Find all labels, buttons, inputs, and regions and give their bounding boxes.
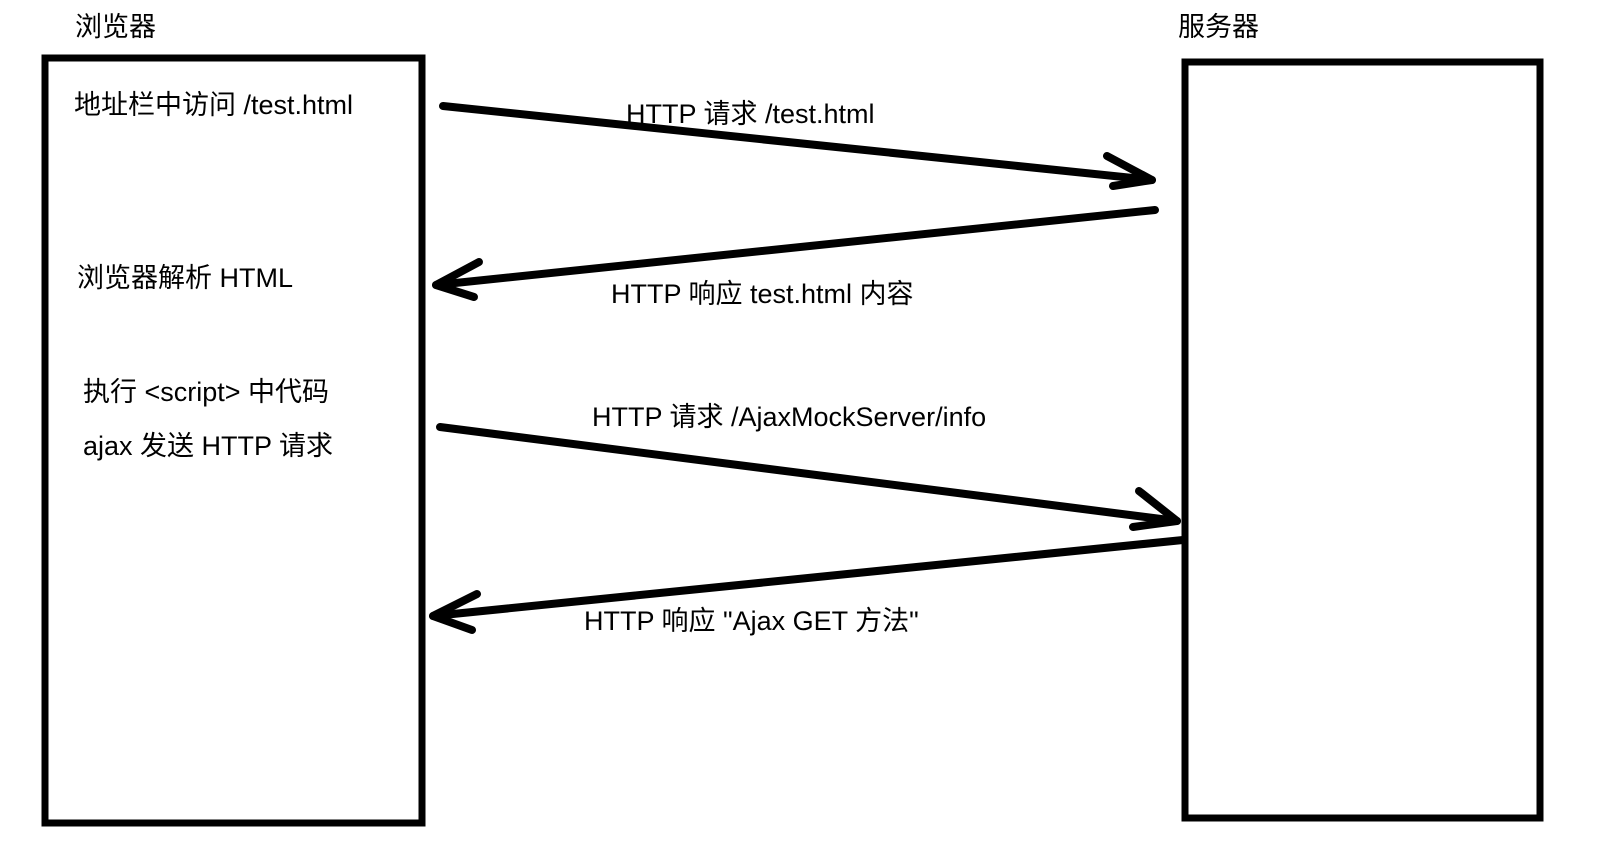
message-arrow-2	[432, 206, 1159, 301]
message-label-4: HTTP 响应 "Ajax GET 方法"	[584, 606, 919, 636]
browser-step-4: ajax 发送 HTTP 请求	[83, 431, 334, 461]
browser-step-1: 地址栏中访问 /test.html	[74, 90, 354, 120]
server-lane-box	[1181, 58, 1544, 822]
server-lane-title: 服务器	[1178, 12, 1259, 42]
message-arrow-1	[439, 102, 1156, 190]
browser-lane-box	[41, 54, 426, 827]
message-label-2: HTTP 响应 test.html 内容	[611, 279, 914, 309]
message-arrow-3	[436, 423, 1181, 531]
browser-step-3: 执行 <script> 中代码	[83, 377, 330, 407]
message-label-1: HTTP 请求 /test.html	[626, 99, 875, 129]
message-label-3: HTTP 请求 /AjaxMockServer/info	[592, 402, 987, 432]
browser-step-2: 浏览器解析 HTML	[77, 263, 293, 293]
message-arrow-4	[429, 536, 1187, 634]
browser-lane-title: 浏览器	[75, 12, 156, 42]
